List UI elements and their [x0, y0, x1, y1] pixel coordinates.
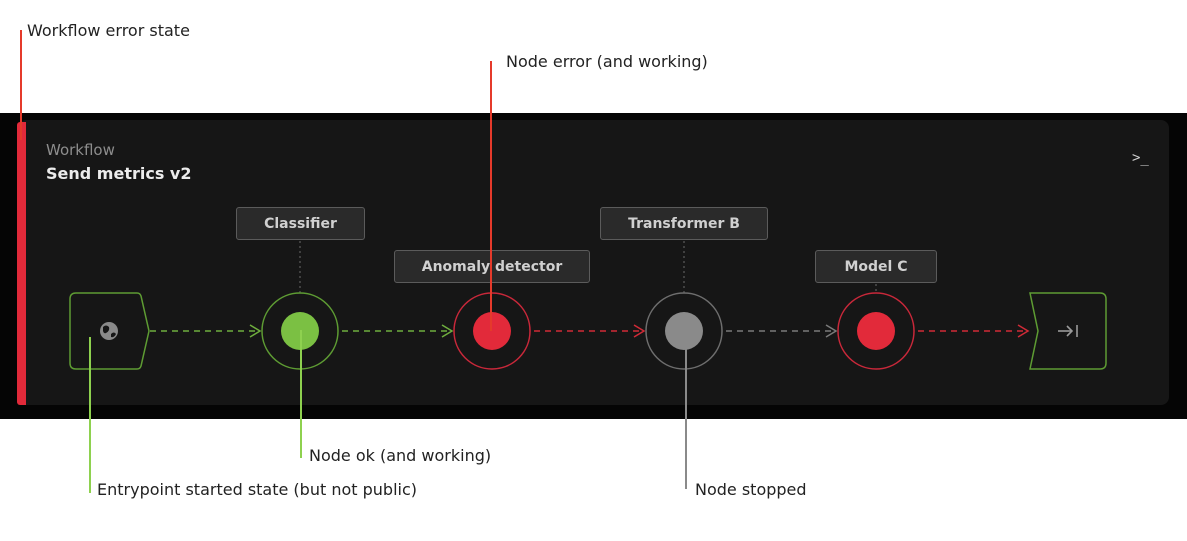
annotation-entrypoint: Entrypoint started state (but not public…	[97, 480, 417, 499]
annotation-node-stopped: Node stopped	[695, 480, 807, 499]
terminal-icon[interactable]: >_	[1132, 150, 1149, 166]
workflow-kicker: Workflow	[46, 141, 115, 159]
node-transformer-b[interactable]	[645, 292, 723, 370]
edge-transformer-model	[726, 324, 838, 338]
edge-anomaly-transformer	[534, 324, 646, 338]
workflow-title: Send metrics v2	[46, 164, 192, 183]
edge-entry-classifier	[150, 324, 262, 338]
edge-classifier-anomaly	[342, 324, 454, 338]
annotation-workflow-error: Workflow error state	[27, 21, 190, 40]
globe-icon	[100, 322, 118, 340]
exitpoint-node[interactable]	[1029, 292, 1107, 370]
node-label-transformer-b[interactable]: Transformer B	[600, 207, 768, 240]
annotation-node-error: Node error (and working)	[506, 52, 708, 71]
node-model-c[interactable]	[837, 292, 915, 370]
entrypoint-node[interactable]	[69, 292, 150, 370]
status-stopped-dot	[665, 312, 703, 350]
edge-model-exit	[918, 324, 1030, 338]
exit-arrow-icon	[1058, 325, 1078, 337]
node-label-classifier[interactable]: Classifier	[236, 207, 365, 240]
status-error-dot	[857, 312, 895, 350]
workflow-error-bar	[17, 122, 26, 405]
annotation-node-ok: Node ok (and working)	[309, 446, 492, 465]
workflow-card[interactable]	[18, 120, 1169, 405]
node-label-model-c[interactable]: Model C	[815, 250, 937, 283]
